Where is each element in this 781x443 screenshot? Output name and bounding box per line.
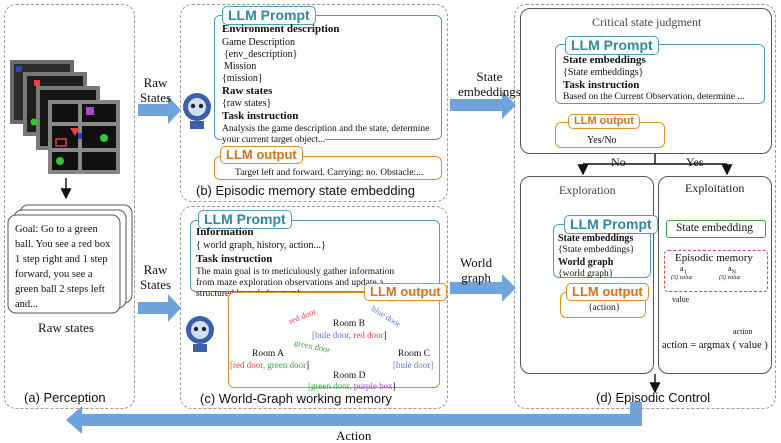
yes-branch-label: Yes xyxy=(686,155,704,169)
exploration-h2: World graph xyxy=(558,257,614,268)
raw-heading: Raw states xyxy=(222,85,273,97)
argmax-formula: action = argmax ( value ) xyxy=(662,340,768,351)
task-heading: Task instruction xyxy=(222,110,299,122)
state-embedding-label: State embedding xyxy=(676,222,753,234)
exploration-title: Exploration xyxy=(559,183,616,197)
critical-task-heading: Task instruction xyxy=(563,79,640,91)
room-b-name: Room B xyxy=(333,319,365,329)
no-branch-label: No xyxy=(611,155,626,169)
exploration-h1: State embeddings xyxy=(558,233,634,244)
episodic-output-text: Target left and forward. Carrying: no. O… xyxy=(235,168,424,178)
value-label: value xyxy=(672,295,690,304)
episodic-embedding-panel xyxy=(180,4,448,202)
world-output-tag: LLM output xyxy=(364,283,447,301)
mem-row-1: (S) value xyxy=(671,275,693,281)
episodic-memory-box xyxy=(664,250,768,292)
task-text-1: Analysis the game description and the st… xyxy=(222,124,430,134)
state-embedding-box xyxy=(666,220,766,238)
mission: Mission xyxy=(224,61,257,72)
episodic-control-panel xyxy=(514,4,776,409)
exploration-output-tag: LLM output xyxy=(566,283,649,301)
critical-title: Critical state judgment xyxy=(592,15,702,29)
action-axis-label: action xyxy=(733,327,753,336)
critical-var: {State embeddings} xyxy=(563,67,644,78)
room-c-name: Room C xyxy=(398,349,430,359)
room-d-doors: [green door, purple box] xyxy=(308,381,396,391)
critical-heading: State embeddings xyxy=(563,54,646,66)
a1-label: a1 xyxy=(680,264,687,276)
aN-label: aN xyxy=(728,264,736,276)
env-desc-var: {env_description} xyxy=(224,49,298,60)
exploration-output-text: {action} xyxy=(588,303,621,313)
critical-task-text: Based on the Current Observation, determ… xyxy=(563,92,745,102)
perception-caption: (a) Perception xyxy=(24,390,106,405)
critical-output-text: Yes/No xyxy=(587,135,617,146)
world-task-text-2: from maze exploration observations and u… xyxy=(196,277,384,289)
room-b-doors: [bule door, red door] xyxy=(312,330,387,340)
exploration-v1: {State embeddings} xyxy=(558,245,635,255)
world-task-text-1: The main goal is to meticulously gather … xyxy=(196,267,395,277)
task-text-2: your current target object... xyxy=(222,134,326,146)
raw-states-label: Raw states xyxy=(38,320,94,335)
env-heading: Environment description xyxy=(222,23,340,35)
episodic-control-caption: (d) Episodic Control xyxy=(596,390,711,405)
world-caption: (c) World-Graph working memory xyxy=(200,391,392,406)
room-c-doors: [bule door] xyxy=(393,360,434,370)
room-a-doors: [red door, green door] xyxy=(230,360,310,370)
episodic-prompt-box xyxy=(214,15,442,140)
exploration-v2: {world graph} xyxy=(558,269,614,279)
mem-row-2: (S) value xyxy=(719,275,741,281)
exploitation-title: Exploitation xyxy=(685,181,745,195)
info-var: { world graph, history, action...} xyxy=(196,240,326,251)
world-output-box xyxy=(228,292,440,388)
world-task-heading: Task instruction xyxy=(196,253,273,265)
critical-output-tag: LLM output xyxy=(568,114,640,129)
raw-var: {raw states} xyxy=(222,98,272,109)
goal-text: Goal: Go to a green ball. You see a red … xyxy=(15,224,111,310)
robot-icon xyxy=(183,93,211,129)
exploration-prompt-tag: LLM Prompt xyxy=(564,215,658,234)
perception-panel xyxy=(4,4,135,409)
info-heading: Information xyxy=(196,226,254,238)
world-prompt-tag: LLM Prompt xyxy=(198,210,292,229)
game-desc: Game Description xyxy=(222,37,296,48)
exploitation-panel xyxy=(658,176,772,374)
episodic-output-tag: LLM output xyxy=(220,146,303,164)
game-screens xyxy=(10,60,120,174)
episodic-memory-title: Episodic memory xyxy=(675,252,753,264)
mission-var: {mission} xyxy=(222,73,263,84)
critical-prompt-tag: LLM Prompt xyxy=(565,36,659,55)
room-d-name: Room D xyxy=(333,371,366,381)
robot-icon xyxy=(186,316,214,352)
flow-arrows xyxy=(66,91,642,434)
episodic-caption: (b) Episodic memory state embedding xyxy=(196,183,415,198)
room-a-name: Room A xyxy=(252,349,284,359)
episodic-prompt-tag: LLM Prompt xyxy=(222,6,316,25)
